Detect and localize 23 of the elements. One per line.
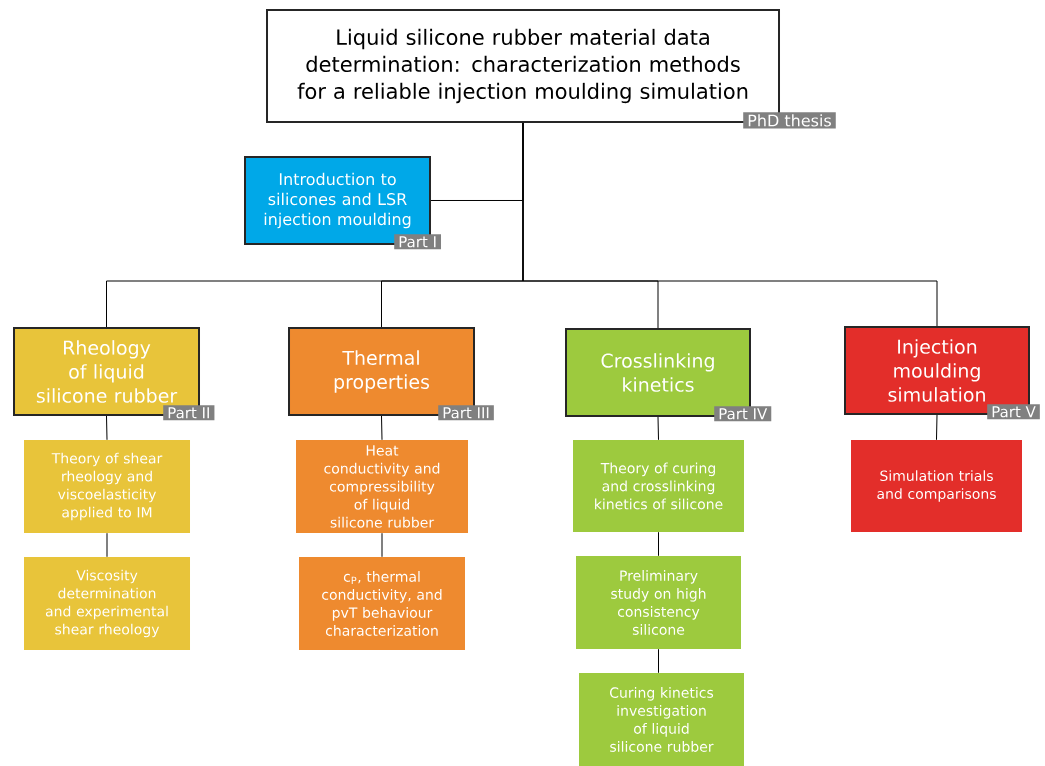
chapter-box: Theory of shear rheology and viscoelasticity applied to IM <box>24 440 190 533</box>
connector-line <box>381 532 383 558</box>
chapter-box: Viscosity determination and experimental shear rheology <box>24 557 190 650</box>
chapter-box: Theory of curing and crosslinking kinetics of silicone <box>573 440 744 532</box>
part-tag: Part II <box>163 405 215 421</box>
part-tag: Part V <box>987 404 1040 420</box>
part-tag: PhD thesis <box>743 112 836 129</box>
connector-line <box>658 648 659 674</box>
chapter-box: c$_{P}$, thermal conductivity, and pvT behaviour characterization <box>299 557 465 650</box>
part-tag: Part III <box>438 405 494 421</box>
connector-line <box>106 532 108 558</box>
connector-line <box>106 415 108 441</box>
part-tag: Part IV <box>714 406 772 422</box>
chapter-box: Preliminary study on high consistency silicone <box>576 556 741 649</box>
connector-line <box>657 416 659 441</box>
chapter-box: Simulation trials and comparisons <box>851 440 1022 532</box>
connector-line <box>658 531 659 557</box>
connector-line <box>522 122 938 327</box>
chapter-box: Heat conductivity and compressibility of liquid silicone rubber <box>296 440 468 533</box>
part-tag: Part I <box>394 234 441 250</box>
connector-line <box>381 415 383 441</box>
connector-line <box>936 414 938 441</box>
chapter-box: Curing kinetics investigation of liquid silicone rubber <box>579 673 744 766</box>
